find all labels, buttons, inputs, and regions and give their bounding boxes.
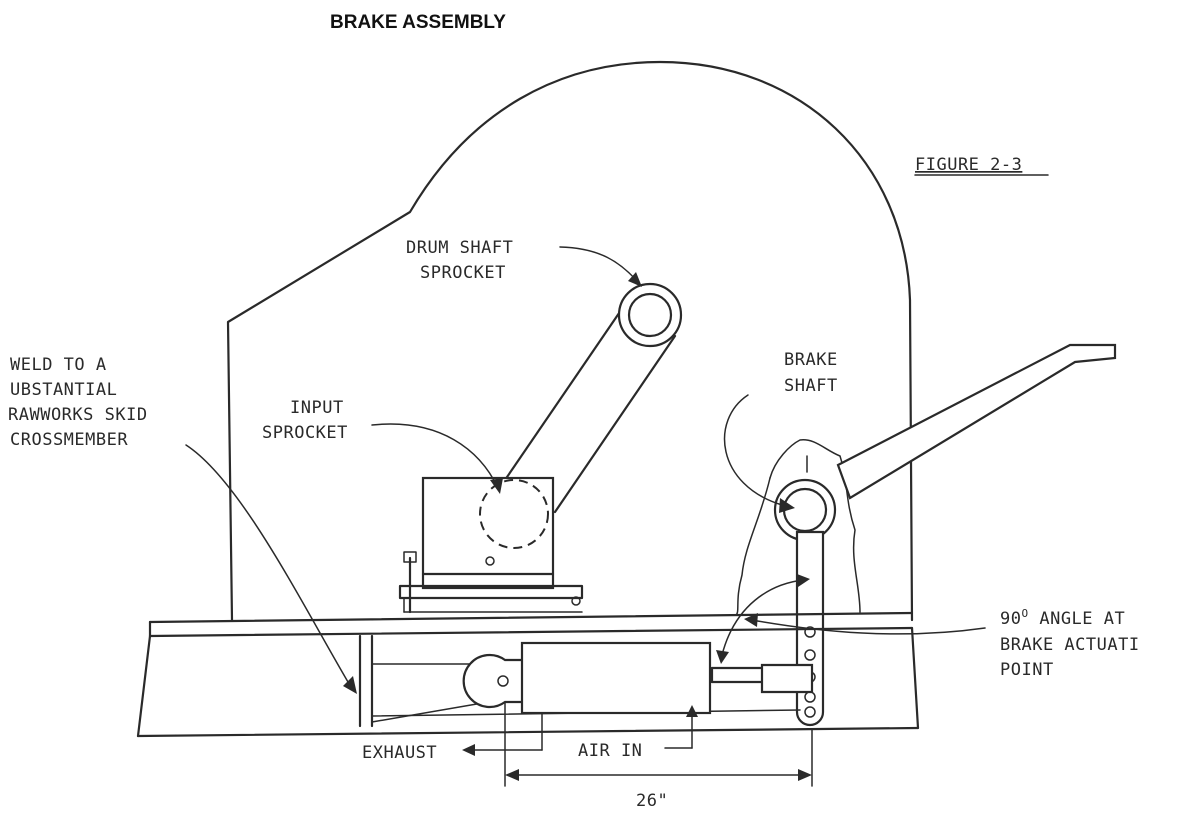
- dimension-label: 26": [636, 791, 668, 811]
- weld-label-line4: CROSSMEMBER: [10, 430, 128, 450]
- skid-frame: [136, 611, 920, 738]
- exhaust-port-line: [462, 712, 543, 756]
- brake-shaft-label-line1: BRAKE: [784, 350, 838, 370]
- input-sprocket-box: [421, 476, 555, 590]
- weld-leader: [185, 444, 349, 683]
- chain-left-strand: [503, 298, 630, 482]
- brake-shaft-label-line2: SHAFT: [784, 376, 838, 396]
- drum-shaft-sprocket: [617, 282, 683, 348]
- air-in-label: AIR IN: [578, 741, 642, 761]
- exhaust-label: EXHAUST: [362, 743, 437, 763]
- weld-label-line2: UBSTANTIAL: [10, 380, 117, 400]
- weld-label-line1: WELD TO A: [10, 355, 107, 375]
- dimension-line-26: [504, 701, 813, 787]
- housing-outline: [226, 60, 914, 622]
- brake-shaft-section-edge: [769, 439, 861, 613]
- input-sprocket-hidden: [479, 479, 549, 549]
- figure-label: FIGURE 2-3: [915, 155, 1022, 175]
- weld-label-line3: RAWWORKS SKID: [8, 405, 148, 425]
- input-sprocket-label-line2: SPROCKET: [262, 423, 348, 443]
- brake-shaft-leader: [723, 394, 783, 506]
- angle-label-line3: POINT: [1000, 660, 1054, 680]
- input-sprocket-leader: [371, 423, 499, 489]
- diagram-title: BRAKE ASSEMBLY: [330, 12, 506, 33]
- input-sprocket-label-line1: INPUT: [290, 398, 344, 418]
- air-cylinder: [462, 641, 814, 715]
- angle-leader: [751, 619, 986, 635]
- chain-right-strand: [553, 334, 677, 514]
- angle-arc: [721, 579, 804, 656]
- drum-shaft-label-line1: DRUM SHAFT: [406, 238, 513, 258]
- drum-shaft-leader: [559, 246, 639, 283]
- angle-label-line1: 90O ANGLE AT: [1000, 607, 1125, 629]
- angle-label-line2: BRAKE ACTUATI: [1000, 635, 1140, 655]
- brake-lever-handle: [836, 343, 1117, 500]
- drum-shaft-label-line2: SPROCKET: [420, 263, 506, 283]
- air-in-port-line: [664, 705, 698, 749]
- motor-base-plate: [398, 551, 584, 614]
